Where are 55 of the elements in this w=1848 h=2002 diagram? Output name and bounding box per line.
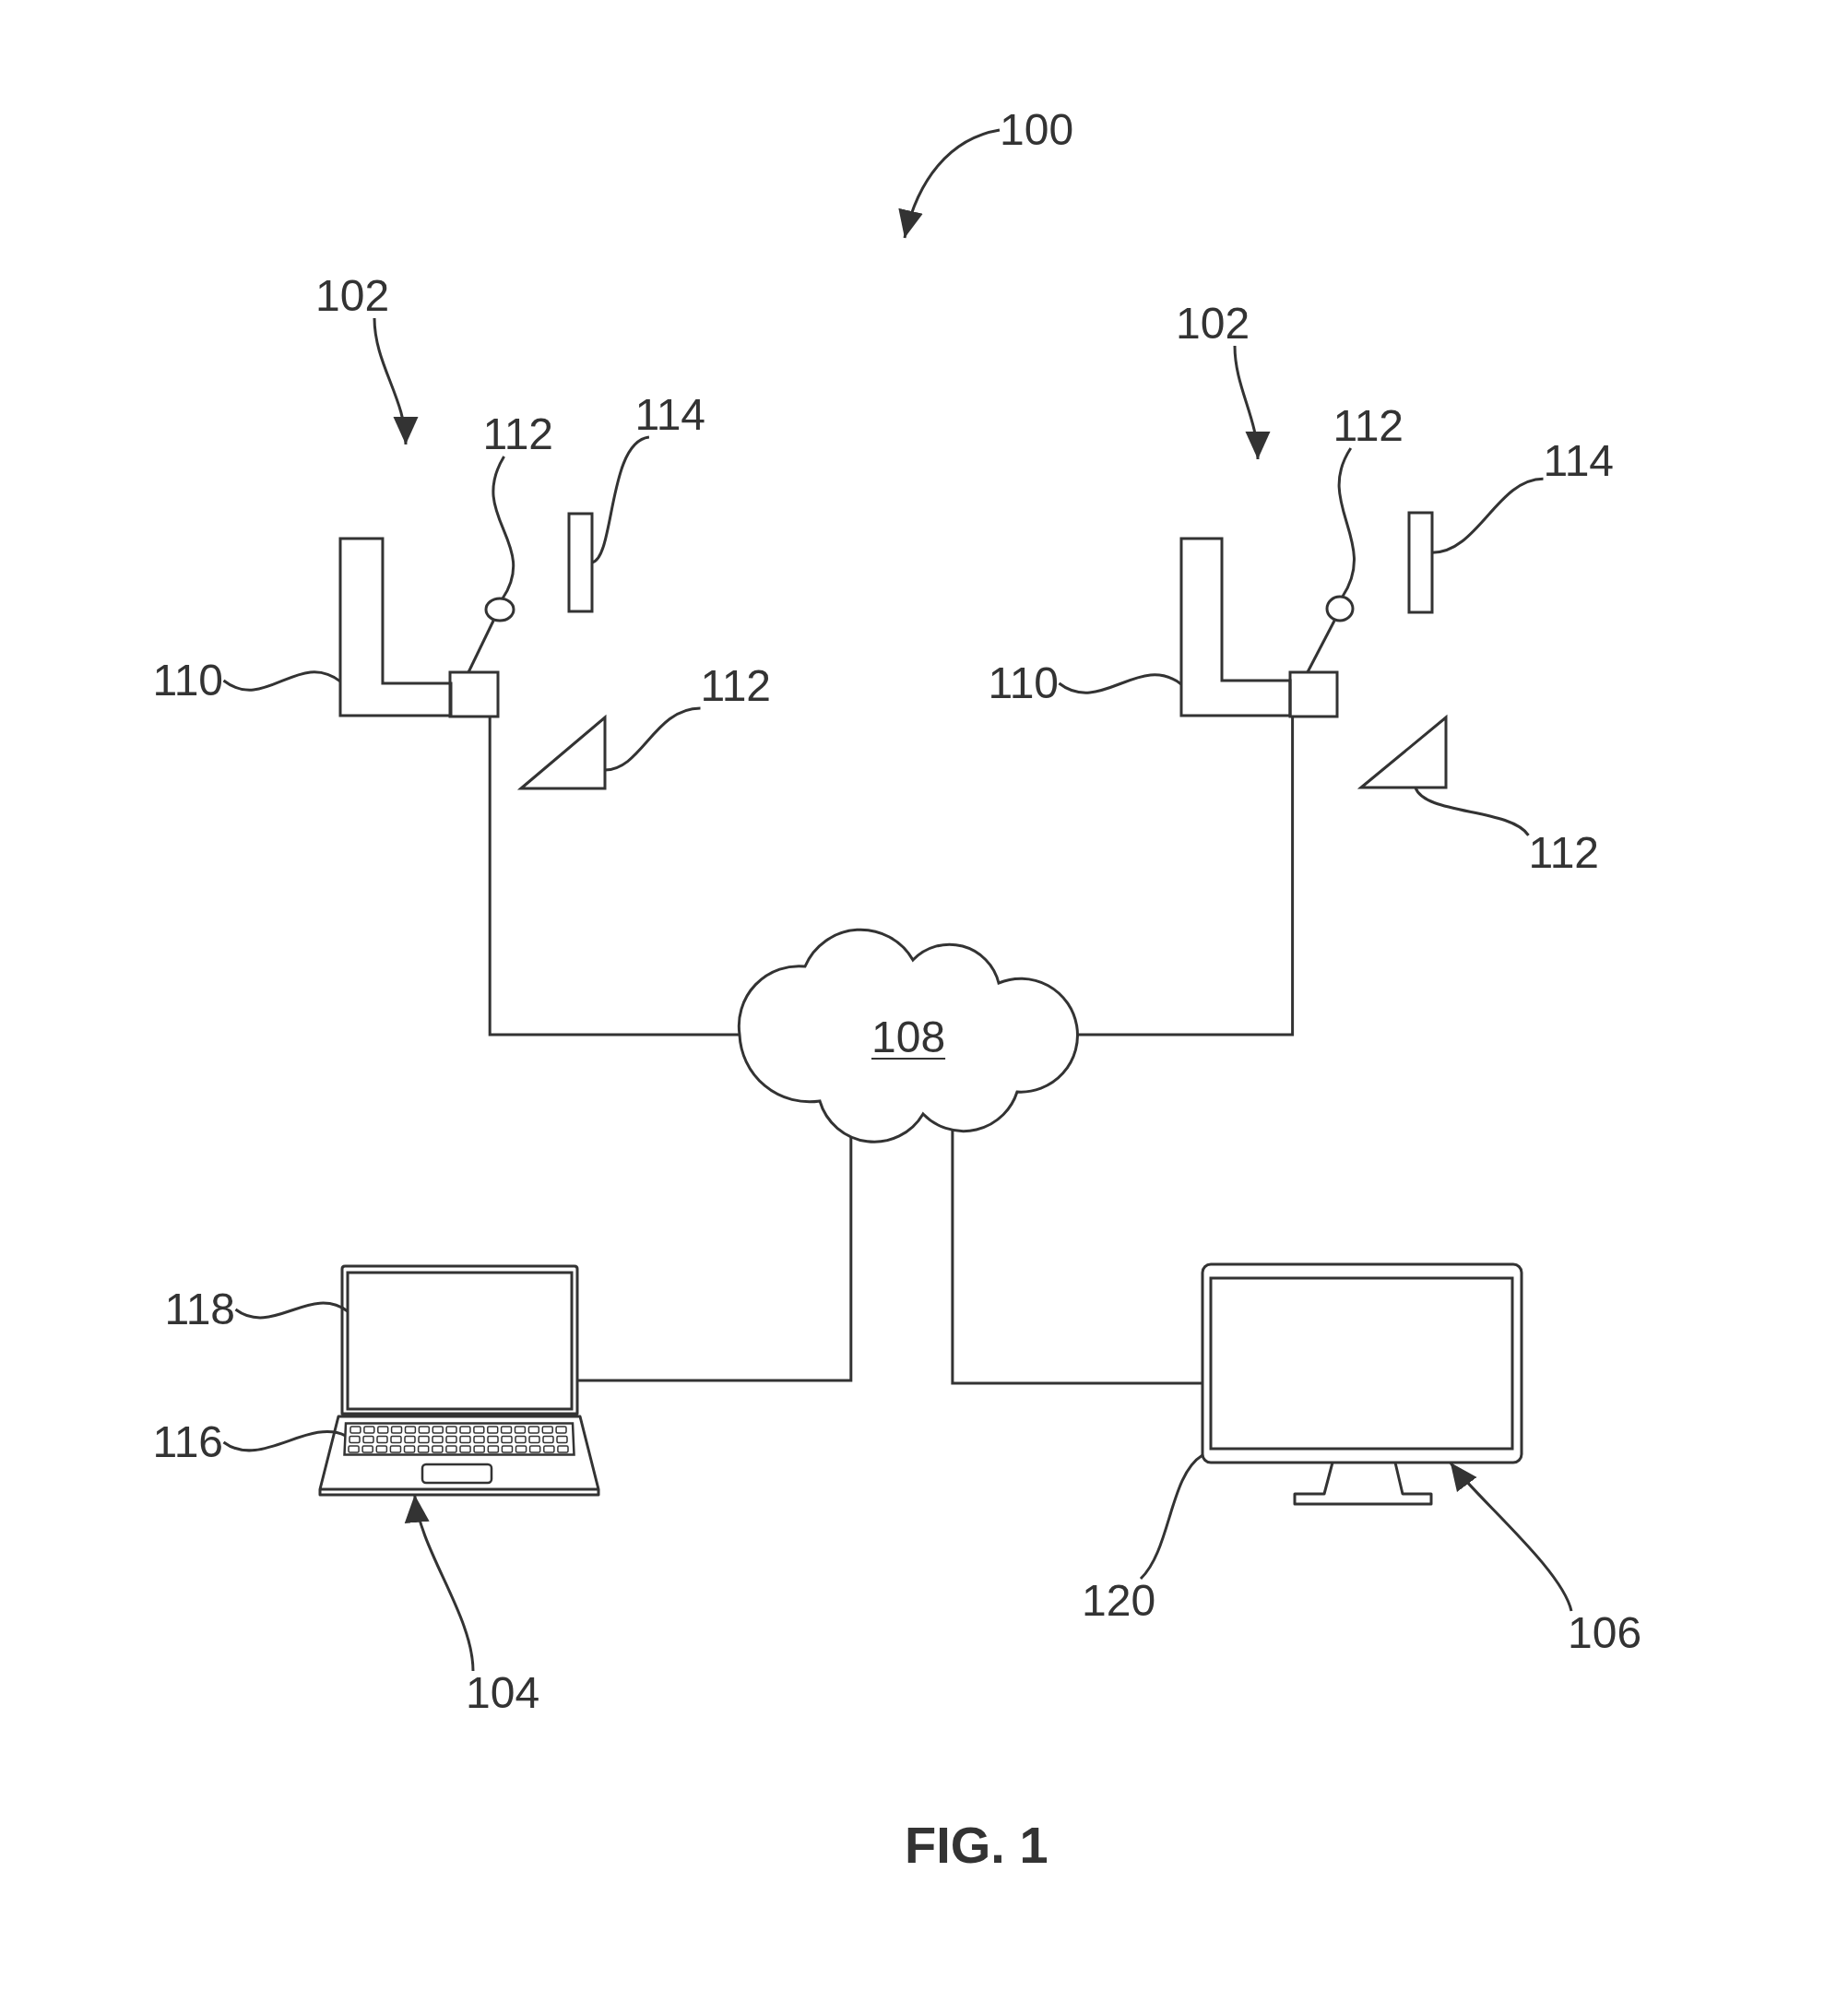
reference-numeral: 112: [1333, 404, 1404, 448]
reference-numeral: 110: [152, 658, 224, 703]
network-cloud: [740, 929, 1077, 1142]
vertical-bar: [1407, 511, 1434, 614]
reference-numeral: 108: [871, 1013, 946, 1061]
leader-line: [492, 456, 515, 599]
reference-numeral: 114: [634, 393, 706, 437]
network-line: [1077, 717, 1295, 1037]
leader-line: [591, 435, 650, 564]
reference-numeral: 112: [1528, 831, 1600, 875]
monitor: [1201, 1262, 1523, 1506]
leader-line: [1337, 447, 1356, 598]
arrow: [373, 317, 417, 445]
figure-caption: FIG. 1: [905, 1818, 1048, 1873]
connector-line: [467, 620, 495, 673]
arrow: [1233, 345, 1270, 460]
reference-numeral: 112: [482, 412, 554, 456]
leader-line: [1414, 787, 1530, 836]
network-line: [951, 1130, 1202, 1385]
small-square: [448, 670, 500, 718]
reference-numeral: 102: [315, 274, 390, 318]
l-shaped-part: [1179, 537, 1292, 717]
reference-numeral: 116: [152, 1420, 224, 1464]
reference-numeral: 120: [1082, 1579, 1156, 1623]
keyboard: [343, 1422, 575, 1456]
arrow: [899, 128, 1001, 239]
leader-line: [222, 1430, 346, 1452]
connector-line: [1306, 620, 1336, 673]
network-line: [488, 717, 740, 1037]
small-square: [1288, 670, 1339, 718]
laptop-screen: [346, 1271, 574, 1411]
leader-line: [222, 670, 341, 692]
reference-numeral: 102: [1176, 302, 1250, 346]
leader-line: [1058, 673, 1182, 694]
reference-numeral: 106: [1568, 1611, 1642, 1655]
reference-numeral: 114: [1543, 439, 1615, 483]
l-shaped-part: [338, 537, 453, 717]
reference-numeral: 112: [700, 664, 772, 708]
vertical-bar: [567, 512, 594, 613]
small-circle: [484, 597, 515, 622]
right-triangle: [1356, 714, 1448, 789]
right-triangle: [516, 714, 607, 790]
leader-line: [1431, 477, 1544, 554]
leader-line: [234, 1301, 349, 1320]
reference-numeral: 104: [466, 1671, 540, 1715]
reference-numeral: 110: [988, 661, 1060, 705]
reference-numeral: 100: [1000, 108, 1074, 152]
reference-numeral: 118: [164, 1287, 236, 1332]
leader-line: [1139, 1453, 1203, 1580]
leader-line: [604, 706, 701, 772]
network-line: [577, 1136, 853, 1382]
arrow: [406, 1494, 475, 1672]
arrow: [1449, 1462, 1573, 1612]
laptop: [318, 1264, 600, 1497]
small-circle: [1325, 595, 1355, 622]
